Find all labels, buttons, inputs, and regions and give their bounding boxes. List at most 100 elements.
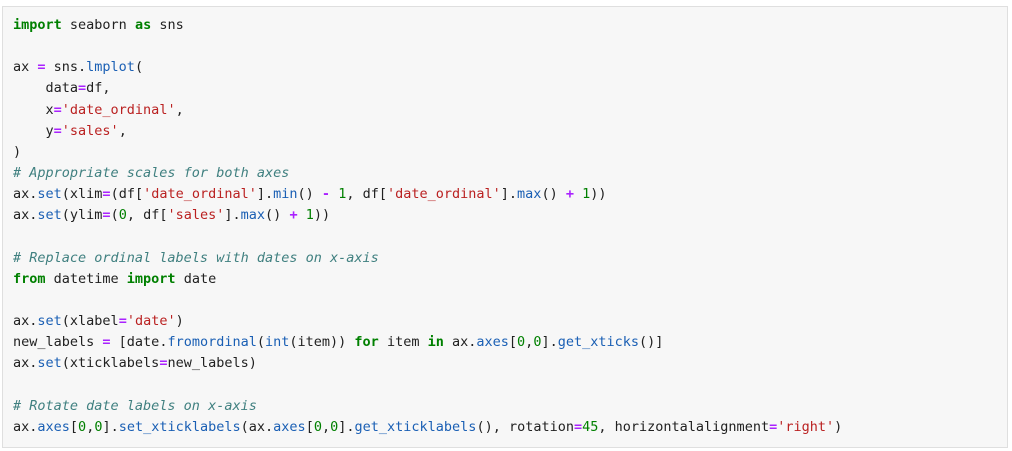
code-token-op: = (102, 207, 111, 224)
code-token-txt: , (175, 101, 184, 118)
code-token-txt: ax. (13, 186, 38, 203)
code-line: ax.set(xlabel='date') (13, 311, 842, 332)
code-token-txt (330, 186, 338, 202)
code-token-com: # Appropriate scales for both axes (13, 164, 290, 181)
code-line (13, 290, 842, 311)
code-token-num: 0 (94, 418, 103, 435)
code-token-txt: ax. (13, 312, 38, 329)
code-token-fn: set (37, 312, 62, 329)
code-line (13, 374, 842, 395)
code-token-num: 0 (330, 418, 339, 435)
code-token-txt: ax. (13, 207, 38, 224)
code-token-txt: ( (256, 334, 265, 351)
code-token-txt: ]. (541, 334, 558, 351)
code-token-fn: set (37, 207, 62, 224)
code-token-txt: sns. (45, 59, 87, 76)
code-token-num: 1 (582, 186, 591, 203)
code-token-op: = (118, 312, 127, 329)
code-token-txt: new_labels (13, 334, 103, 351)
code-token-kw: import (126, 270, 176, 287)
code-token-txt (574, 186, 582, 202)
code-token-txt: x (13, 101, 54, 118)
code-token-kw: for (354, 334, 379, 351)
code-token-fn: set (37, 186, 62, 203)
code-token-txt: [ (305, 418, 314, 435)
code-token-txt: () (265, 207, 290, 224)
code-token-num: 45 (582, 418, 599, 435)
code-token-fn: lmplot (86, 59, 135, 76)
code-token-txt: ax. (13, 355, 38, 372)
code-token-fn: min (273, 186, 298, 203)
code-line (13, 36, 842, 57)
code-token-op: = (37, 59, 46, 76)
code-token-op: = (53, 122, 62, 139)
code-token-attr: axes (476, 334, 509, 351)
code-token-num: 0 (78, 418, 87, 435)
code-token-txt: [ (69, 418, 79, 435)
code-token-txt: ) (834, 418, 843, 435)
code-token-txt: date (175, 270, 217, 287)
code-token-str: 'sales' (61, 122, 119, 139)
code-token-txt: (df[ (110, 186, 144, 203)
code-token-num: 0 (118, 207, 127, 224)
code-token-txt: (xticklabels (61, 355, 160, 372)
code-token-str: 'date_ordinal' (61, 101, 176, 118)
code-token-fn: int (265, 334, 290, 351)
code-token-txt: datetime (45, 270, 127, 287)
code-token-attr: axes (273, 418, 306, 435)
code-token-op: + (565, 186, 574, 203)
code-token-str: 'date' (126, 312, 176, 329)
code-token-txt: , df[ (126, 207, 168, 224)
code-token-fn: fromordinal (167, 334, 257, 351)
code-token-txt: item (378, 334, 428, 351)
code-token-str: 'sales' (167, 207, 225, 224)
code-token-op: = (769, 418, 778, 435)
code-token-txt: )) (313, 207, 331, 224)
code-line: ax.set(xlim=(df['date_ordinal'].min() - … (13, 184, 842, 205)
code-line: # Appropriate scales for both axes (13, 163, 842, 184)
code-token-fn: get_xticks (557, 334, 639, 351)
code-token-num: 1 (338, 186, 347, 203)
code-token-txt: ]. (256, 186, 274, 203)
code-token-fn: max (240, 207, 266, 224)
code-token-txt: [ (508, 334, 518, 351)
code-token-kw: as (134, 17, 152, 33)
code-line: x='date_ordinal', (13, 100, 842, 121)
code-token-txt: (item)) (289, 334, 355, 351)
code-token-txt: sns (151, 17, 184, 33)
code-token-txt: ( (110, 207, 119, 224)
code-token-op: = (53, 101, 62, 118)
code-token-op: + (289, 207, 298, 224)
code-token-op: - (321, 186, 331, 203)
code-line: data=df, (13, 78, 842, 99)
code-token-str: 'date_ordinal' (386, 186, 501, 203)
code-token-kw: in (427, 334, 444, 351)
code-token-fn: set_xticklabels (118, 418, 241, 435)
code-token-txt: (), rotation (476, 418, 574, 435)
code-block[interactable]: import seaborn as sns ax = sns.lmplot( d… (13, 15, 842, 438)
code-token-txt: (ylim (61, 207, 103, 224)
code-token-kw: from (13, 270, 46, 287)
code-token-txt: ]. (224, 207, 241, 224)
code-line: ax.axes[0,0].set_xticklabels(ax.axes[0,0… (13, 417, 842, 438)
code-token-txt: , (525, 334, 534, 351)
code-token-txt: ]. (102, 418, 119, 435)
code-token-com: # Rotate date labels on x-axis (13, 397, 257, 414)
code-token-txt: (xlabel (61, 312, 119, 329)
code-token-num: 1 (305, 207, 314, 224)
code-cell[interactable]: import seaborn as sns ax = sns.lmplot( d… (2, 6, 1008, 448)
code-token-attr: axes (37, 418, 70, 435)
code-line: new_labels = [date.fromordinal(int(item)… (13, 332, 842, 353)
code-token-txt: )) (590, 186, 607, 203)
code-token-fn: set (37, 355, 62, 372)
code-token-txt (298, 207, 306, 223)
code-token-fn: get_xticklabels (354, 418, 477, 435)
code-token-txt: , (321, 418, 331, 435)
code-token-num: 0 (517, 334, 526, 351)
code-token-com: # Replace ordinal labels with dates on x… (13, 249, 379, 266)
code-token-txt: ]. (500, 186, 518, 203)
code-token-txt: ]. (338, 418, 355, 435)
code-token-txt: new_labels) (167, 355, 257, 372)
code-token-str: 'date_ordinal' (143, 186, 257, 203)
code-token-txt: () (541, 186, 566, 203)
